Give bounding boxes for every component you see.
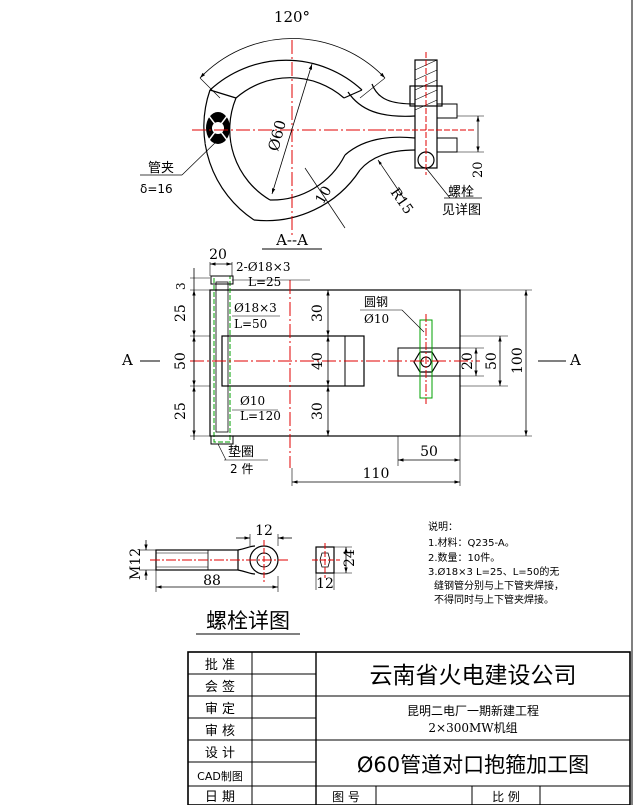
lug-box — [397, 347, 461, 377]
thickness-label: 10 — [313, 184, 336, 207]
clamp-inner-arc-top — [235, 77, 345, 99]
dim-50-bottom: 50 — [420, 444, 438, 460]
dim-40: 40 — [310, 352, 326, 370]
notes-heading: 说明： — [428, 520, 458, 533]
clamp-leader — [181, 139, 219, 176]
bolt-leader — [425, 167, 451, 199]
drawing-title: Ø60管道对口抱箍加工图 — [357, 753, 589, 777]
unit-name: 2×300MW机组 — [428, 721, 517, 735]
tb-row-approve: 批 准 — [205, 658, 235, 673]
tb-row-review: 审 核 — [205, 724, 235, 739]
clamp-outer-arc-top — [209, 59, 363, 91]
bolt-detail-title: 螺栓详图 — [206, 609, 290, 633]
washer-label: 垫圈 — [228, 444, 254, 460]
dim-25-top: 25 — [173, 304, 189, 322]
pipe-mid-length: L=50 — [234, 317, 267, 331]
dim-m12: M12 — [128, 548, 144, 580]
dim-25-bot: 25 — [173, 402, 189, 420]
pipe-bot-length: L=120 — [240, 409, 281, 423]
section-mark-left: A — [121, 351, 133, 369]
dim-50-right: 50 — [484, 352, 500, 370]
pipe-top-label: 2-Ø18×3 — [236, 260, 291, 274]
clamp-outer-arc-left — [203, 89, 255, 221]
note-line-4: 缝钢管分别与上下管夹焊接， — [434, 579, 564, 592]
section-view: 120° Ø60 10 R15 20 管夹 δ=16 螺栓 见详图 A--A — [140, 8, 486, 250]
dim-88: 88 — [203, 573, 221, 589]
notes: 说明： 1.材料：Q235-A。 2.数量：10件。 3.Ø18×3 L=25、… — [428, 520, 564, 606]
title-block: 批 准 会 签 审 定 审 核 设 计 CAD制图 日 期 云南省火电建设公司 … — [187, 651, 631, 805]
clamp-outer-arc-bottom — [253, 169, 361, 222]
dim-12-nut: 12 — [316, 576, 334, 592]
tb-row-authorize: 审 定 — [205, 702, 235, 717]
tb-row-design: 设 计 — [205, 746, 235, 761]
tb-row-cad: CAD制图 — [197, 770, 243, 783]
clamp-inner-arc-bottom — [269, 154, 346, 201]
washer-count: 2 件 — [230, 462, 253, 476]
dim-30-bot: 30 — [310, 402, 326, 420]
tb-row-date: 日 期 — [205, 790, 235, 805]
note-line-3: 3.Ø18×3 L=25、L=50的无 — [428, 565, 559, 578]
washer-bottom — [210, 435, 234, 445]
dim-50-left: 50 — [173, 352, 189, 370]
note-line-5: 不得同时与上下管夹焊接。 — [434, 593, 554, 606]
dim-3: 3 — [174, 282, 188, 290]
plan-view: 20 2-Ø18×3 L=25 Ø18×3 L=50 Ø10 L=120 圆钢 … — [121, 247, 581, 486]
angle-dimension — [199, 38, 386, 79]
dim-110: 110 — [363, 466, 390, 482]
company-name: 云南省火电建设公司 — [370, 663, 577, 689]
angle-label: 120° — [274, 8, 310, 26]
dim-100: 100 — [510, 347, 526, 374]
note-line-2: 2.数量：10件。 — [428, 551, 500, 564]
dim-12-top: 12 — [255, 523, 273, 539]
bolt-detail: 12 M12 88 24 12 螺栓详图 — [128, 523, 358, 635]
clamp-label: 管夹 — [148, 161, 174, 176]
scale-label: 比 例 — [492, 790, 520, 804]
pipe-mid-label: Ø18×3 — [234, 301, 277, 315]
rod-label: 圆钢 — [364, 295, 388, 309]
bolt-ref: 见详图 — [442, 203, 481, 218]
section-mark-right: A — [569, 351, 581, 369]
dim-top-20: 20 — [209, 247, 227, 263]
clamp-thickness: δ=16 — [140, 182, 173, 196]
radius-label: R15 — [387, 185, 416, 217]
section-title: A--A — [275, 231, 308, 249]
dim-24: 24 — [342, 549, 358, 567]
tb-row-countersign: 会 签 — [205, 679, 235, 695]
bolt-label: 螺栓 — [448, 185, 474, 200]
rod-size: Ø10 — [364, 312, 389, 326]
dim-20-right: 20 — [460, 352, 476, 370]
drawing-no-label: 图 号 — [332, 790, 360, 804]
note-line-1: 1.材料：Q235-A。 — [428, 536, 515, 549]
project-name: 昆明二电厂一期新建工程 — [407, 703, 539, 718]
pipe-top-length: L=25 — [248, 275, 281, 289]
pipe-bot-label: Ø10 — [240, 394, 265, 408]
gap-label: 20 — [471, 161, 486, 178]
clamp-inner-arc-left — [229, 97, 271, 201]
dim-30-top: 30 — [310, 304, 326, 322]
